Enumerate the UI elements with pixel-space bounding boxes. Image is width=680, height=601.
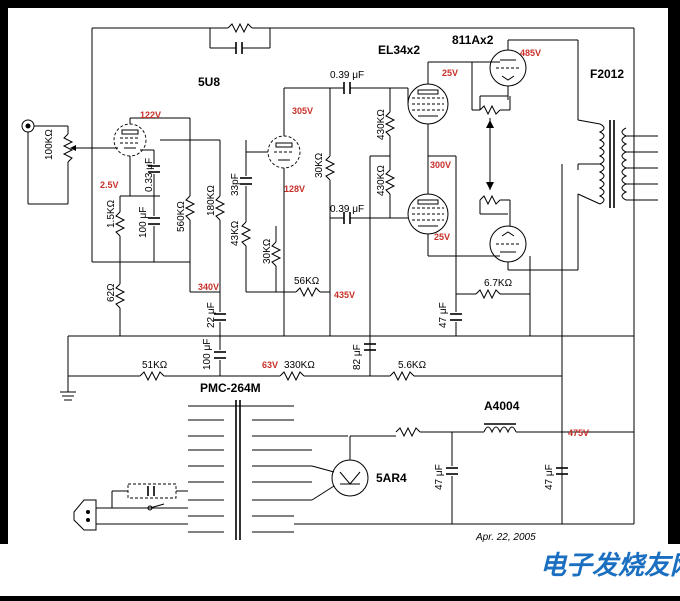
label-r30k2: 30KΩ — [262, 238, 273, 264]
tube-5u8-triode — [246, 87, 334, 336]
power-transformer-pmc264m — [188, 400, 348, 540]
first-stage-plate-load — [160, 117, 226, 336]
bias-network — [450, 256, 531, 336]
tube-811a-lower — [489, 194, 579, 271]
label-r30k1: 30KΩ — [314, 152, 325, 178]
label-f2012: F2012 — [590, 67, 624, 81]
label-el34: EL34x2 — [378, 43, 420, 57]
ground-bus — [60, 118, 635, 524]
label-r67k: 6.7KΩ — [484, 278, 513, 289]
filter-network — [294, 423, 634, 525]
label-c100a: 100 μF — [138, 207, 149, 238]
label-c33p: 33pF — [230, 173, 241, 196]
label-r43k: 43KΩ — [230, 220, 241, 246]
voltage-2-5v-a: 2.5V — [100, 180, 119, 190]
volume-pot — [62, 126, 92, 204]
watermark-bar: 电子发烧友网 — [0, 544, 680, 596]
voltage-340v: 340V — [198, 282, 219, 292]
voltage-475v: 475V — [568, 428, 589, 438]
label-c033a: 0.33 μF — [144, 158, 155, 192]
output-transformer-f2012 — [577, 119, 658, 208]
voltage-122v: 122V — [140, 110, 161, 120]
tube-el34-lower — [407, 156, 500, 257]
label-r51k: 51KΩ — [142, 360, 168, 371]
rectifier-5ar4 — [311, 435, 396, 501]
label-r56k2: 5.6KΩ — [398, 360, 427, 371]
decoupling-bus — [68, 336, 562, 382]
label-r100k: 100KΩ — [44, 129, 55, 160]
ac-inlet — [73, 483, 188, 531]
schematic-sheet — [8, 8, 668, 548]
label-r180k: 180KΩ — [206, 185, 217, 216]
first-stage-cathode — [92, 149, 190, 336]
label-5ar4: 5AR4 — [376, 471, 407, 485]
voltage-435v: 435V — [334, 290, 355, 300]
voltage-305v: 305V — [292, 106, 313, 116]
date-label: Apr. 22, 2005 — [475, 532, 536, 543]
voltage-300v: 300V — [430, 160, 451, 170]
label-c47a: 47 μF — [438, 302, 449, 328]
label-pmc264m: PMC-264M — [200, 381, 261, 395]
voltage-25v-c: 25V — [434, 232, 450, 242]
label-r430k2: 430KΩ — [376, 165, 387, 196]
voltage-25v-b: 25V — [442, 68, 458, 78]
label-5u8: 5U8 — [198, 75, 220, 89]
label-c22: 22 μF — [206, 302, 217, 328]
label-r62: 62Ω — [106, 283, 117, 302]
tube-5u8-pentode — [92, 117, 160, 157]
label-r430k1: 430KΩ — [376, 109, 387, 140]
label-r330k: 330KΩ — [284, 360, 315, 371]
voltage-63v: 63V — [262, 360, 278, 370]
label-r56k: 56KΩ — [294, 276, 320, 287]
tube-el34-upper — [407, 61, 500, 156]
input-jack — [21, 119, 68, 205]
label-r560k: 560KΩ — [176, 201, 187, 232]
label-a4004: A4004 — [484, 399, 520, 413]
feedback-network — [91, 22, 635, 262]
voltage-128v: 128V — [284, 184, 305, 194]
label-c039a: 0.39 μF — [330, 70, 364, 81]
label-c100b: 100 μF — [202, 339, 213, 370]
watermark-logo: 电子发烧友网 — [540, 550, 680, 580]
label-811a: 811Ax2 — [452, 33, 494, 47]
label-c47b: 47 μF — [434, 464, 445, 490]
label-c039b: 0.39 μF — [330, 204, 364, 215]
cathode-resistor-30k — [246, 226, 330, 298]
watermark-text: 电子发烧友网 — [540, 550, 680, 580]
voltage-485v: 485V — [520, 48, 541, 58]
label-c82: 82 μF — [352, 344, 363, 370]
label-c47c: 47 μF — [544, 464, 555, 490]
coupling-capacitors — [324, 82, 408, 336]
second-stage-bias — [240, 140, 252, 292]
grid-resistors — [364, 88, 396, 351]
driver-network — [471, 62, 511, 226]
label-r15k: 1.5KΩ — [106, 199, 117, 228]
